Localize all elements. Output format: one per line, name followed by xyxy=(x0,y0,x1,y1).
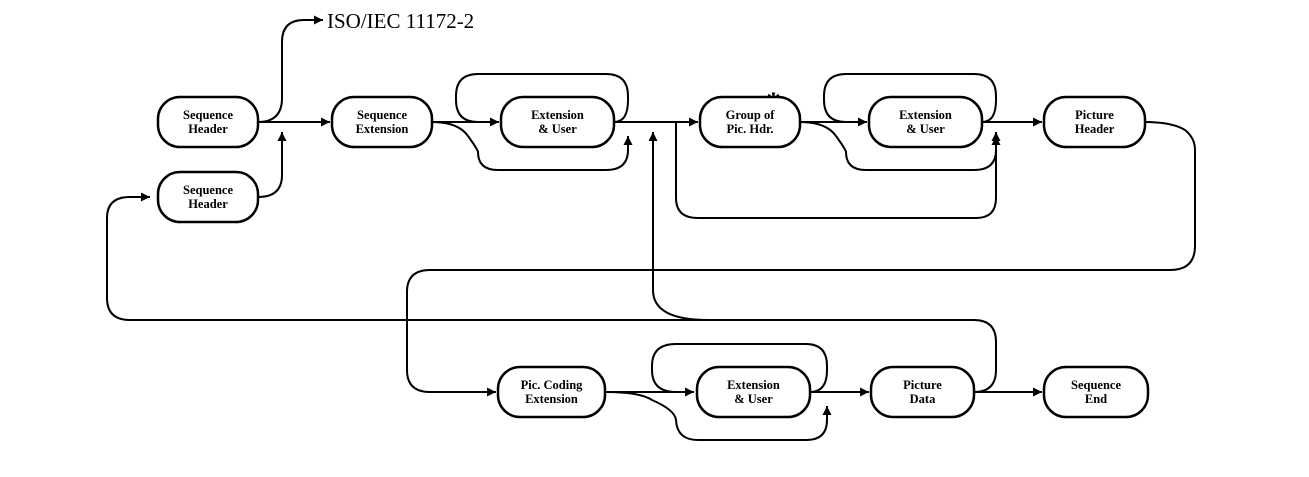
node-shape xyxy=(1042,365,1150,419)
node-extension-user-1: Extension& User xyxy=(499,95,616,149)
line-picheader-to-piccoding xyxy=(406,121,1196,397)
line-skip-gop xyxy=(675,122,1001,219)
node-label-line-2: Data xyxy=(910,392,936,406)
nodes-layer: SequenceHeaderSequenceHeaderSequenceExte… xyxy=(156,95,1150,419)
node-shape xyxy=(695,365,812,419)
node-label-line-1: Extension xyxy=(727,378,780,392)
node-label-line-1: Extension xyxy=(899,108,952,122)
connector-lines xyxy=(106,15,1196,441)
node-label-line-1: Pic. Coding xyxy=(521,378,584,392)
line-seqhdr2-to-merge xyxy=(257,132,287,198)
line-to-iso-reference xyxy=(257,15,323,123)
node-shape xyxy=(156,95,260,149)
node-label-line-2: Header xyxy=(188,197,228,211)
node-shape xyxy=(1042,95,1147,149)
node-extension-user-2: Extension& User xyxy=(867,95,984,149)
node-label-line-2: Extension xyxy=(525,392,578,406)
line-bypass-ext2 xyxy=(799,121,1001,171)
node-extension-user-3: Extension& User xyxy=(695,365,812,419)
node-label-line-1: Picture xyxy=(1075,108,1114,122)
node-label-line-1: Picture xyxy=(903,378,942,392)
line-bypass-ext1 xyxy=(431,121,633,171)
node-label-line-1: Sequence xyxy=(1071,378,1121,392)
node-label-line-2: & User xyxy=(734,392,773,406)
line-loop-ext3 xyxy=(651,343,828,393)
node-label-line-2: & User xyxy=(538,122,577,136)
node-label-line-1: Sequence xyxy=(183,183,233,197)
line-loop-ext2 xyxy=(823,73,997,123)
node-shape xyxy=(330,95,434,149)
node-shape xyxy=(156,170,260,224)
node-label-line-1: Group of xyxy=(726,108,776,122)
node-label-line-1: Sequence xyxy=(183,108,233,122)
node-label-line-2: Header xyxy=(1075,122,1115,136)
node-label-line-2: End xyxy=(1085,392,1107,406)
node-shape xyxy=(698,95,802,149)
node-label-line-2: Header xyxy=(188,122,228,136)
line-return-to-gop xyxy=(648,132,709,321)
node-label-line-1: Extension xyxy=(531,108,584,122)
line-loop-ext1 xyxy=(455,73,629,123)
node-shape xyxy=(496,365,607,419)
node-label-line-1: Sequence xyxy=(357,108,407,122)
node-shape xyxy=(867,95,984,149)
node-label-line-2: Pic. Hdr. xyxy=(726,122,773,136)
line-return-to-seqhdr xyxy=(106,192,997,393)
node-shape xyxy=(869,365,976,419)
node-label-line-2: & User xyxy=(906,122,945,136)
line-bypass-ext3 xyxy=(604,391,832,441)
node-shape xyxy=(499,95,616,149)
iso-reference-text: ISO/IEC 11172-2 xyxy=(327,9,474,33)
node-label-line-2: Extension xyxy=(356,122,409,136)
